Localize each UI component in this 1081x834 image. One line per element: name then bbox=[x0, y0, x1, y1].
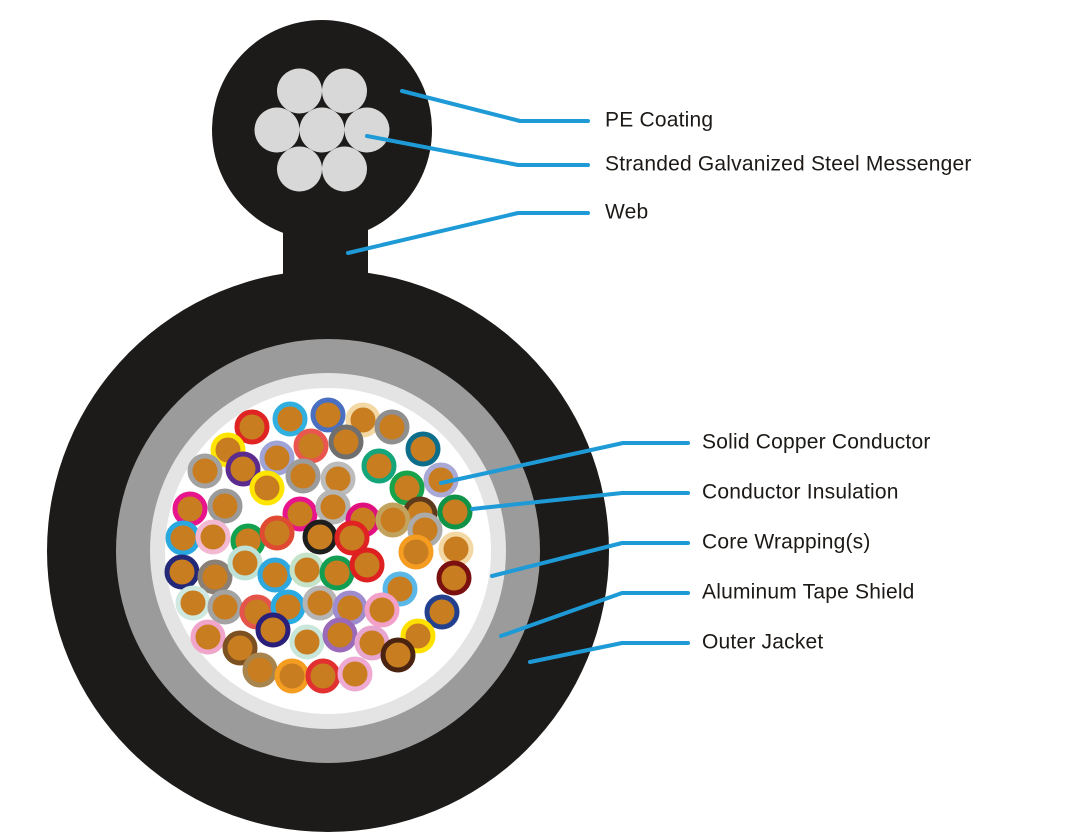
insulated-conductor bbox=[259, 440, 295, 476]
insulated-conductor bbox=[398, 534, 434, 570]
label-aluminum-tape-shield: Aluminum Tape Shield bbox=[702, 580, 915, 604]
insulated-conductor bbox=[361, 448, 397, 484]
label-pe-coating: PE Coating bbox=[605, 108, 714, 132]
insulated-conductor bbox=[315, 489, 351, 525]
insulated-conductor bbox=[274, 658, 310, 694]
insulated-conductor bbox=[282, 496, 318, 532]
insulated-conductor bbox=[424, 594, 460, 630]
steel-strand bbox=[299, 107, 345, 153]
steel-strand bbox=[344, 107, 390, 153]
insulated-conductor bbox=[302, 585, 338, 621]
insulated-conductor bbox=[222, 630, 258, 666]
insulated-conductor bbox=[302, 519, 338, 555]
label-web: Web bbox=[605, 200, 649, 224]
insulated-conductor bbox=[319, 555, 355, 591]
label-core-wrappings: Core Wrapping(s) bbox=[702, 530, 871, 554]
steel-strand bbox=[322, 146, 367, 192]
insulated-conductor bbox=[289, 552, 325, 588]
insulated-conductor bbox=[380, 637, 416, 673]
insulated-conductor bbox=[322, 617, 358, 653]
insulated-conductor bbox=[364, 592, 400, 628]
insulated-conductor bbox=[374, 409, 410, 445]
insulated-conductor bbox=[164, 554, 200, 590]
insulated-conductor bbox=[305, 658, 341, 694]
insulated-conductor bbox=[190, 619, 226, 655]
leader-line-web bbox=[346, 211, 590, 255]
leader-line-pe-coating bbox=[400, 89, 590, 123]
insulated-conductor bbox=[328, 424, 364, 460]
insulated-conductor bbox=[249, 470, 285, 506]
leader-lines bbox=[346, 89, 690, 664]
insulated-conductor bbox=[197, 559, 233, 595]
insulated-conductor bbox=[337, 656, 373, 692]
insulated-conductor bbox=[255, 612, 291, 648]
insulated-conductor bbox=[405, 431, 441, 467]
conductor-bundle bbox=[164, 397, 474, 694]
insulated-conductor bbox=[225, 451, 261, 487]
insulated-conductor bbox=[349, 547, 385, 583]
steel-strand bbox=[277, 68, 322, 114]
leader-line-solid-copper-conductor bbox=[439, 441, 690, 485]
insulated-conductor bbox=[259, 515, 295, 551]
insulated-conductor bbox=[320, 461, 356, 497]
label-stranded-galvanized-steel-messenger: Stranded Galvanized Steel Messenger bbox=[605, 152, 972, 176]
messenger-strands bbox=[254, 68, 390, 192]
insulated-conductor bbox=[285, 458, 321, 494]
label-solid-copper-conductor: Solid Copper Conductor bbox=[702, 430, 931, 454]
label-outer-jacket: Outer Jacket bbox=[702, 630, 824, 654]
insulated-conductor bbox=[310, 397, 346, 433]
leader-line-outer-jacket bbox=[528, 641, 690, 664]
leader-line-conductor-insulation bbox=[470, 491, 690, 511]
steel-strand bbox=[322, 68, 367, 114]
insulated-conductor bbox=[195, 519, 231, 555]
insulated-conductor bbox=[207, 488, 243, 524]
leader-line-core-wrappings bbox=[490, 541, 690, 578]
insulated-conductor bbox=[165, 520, 201, 556]
insulated-conductor bbox=[436, 560, 472, 596]
insulated-conductor bbox=[257, 557, 293, 593]
insulated-conductor bbox=[175, 585, 211, 621]
leader-line-stranded-galvanized-steel-messenger bbox=[365, 134, 590, 167]
insulated-conductor bbox=[207, 589, 243, 625]
insulated-conductor bbox=[293, 428, 329, 464]
insulated-conductor bbox=[234, 409, 270, 445]
insulated-conductor bbox=[334, 520, 370, 556]
insulated-conductor bbox=[437, 494, 473, 530]
insulated-conductor bbox=[227, 545, 263, 581]
leader-line-aluminum-tape-shield bbox=[499, 591, 690, 638]
insulated-conductor bbox=[438, 531, 474, 567]
insulated-conductor bbox=[187, 453, 223, 489]
insulated-conductor bbox=[272, 401, 308, 437]
label-conductor-insulation: Conductor Insulation bbox=[702, 480, 899, 504]
insulated-conductor bbox=[172, 491, 208, 527]
steel-strand bbox=[254, 107, 300, 153]
insulated-conductor bbox=[375, 502, 411, 538]
steel-strand bbox=[277, 146, 322, 192]
insulated-conductor bbox=[289, 624, 325, 660]
insulated-conductor bbox=[242, 652, 278, 688]
